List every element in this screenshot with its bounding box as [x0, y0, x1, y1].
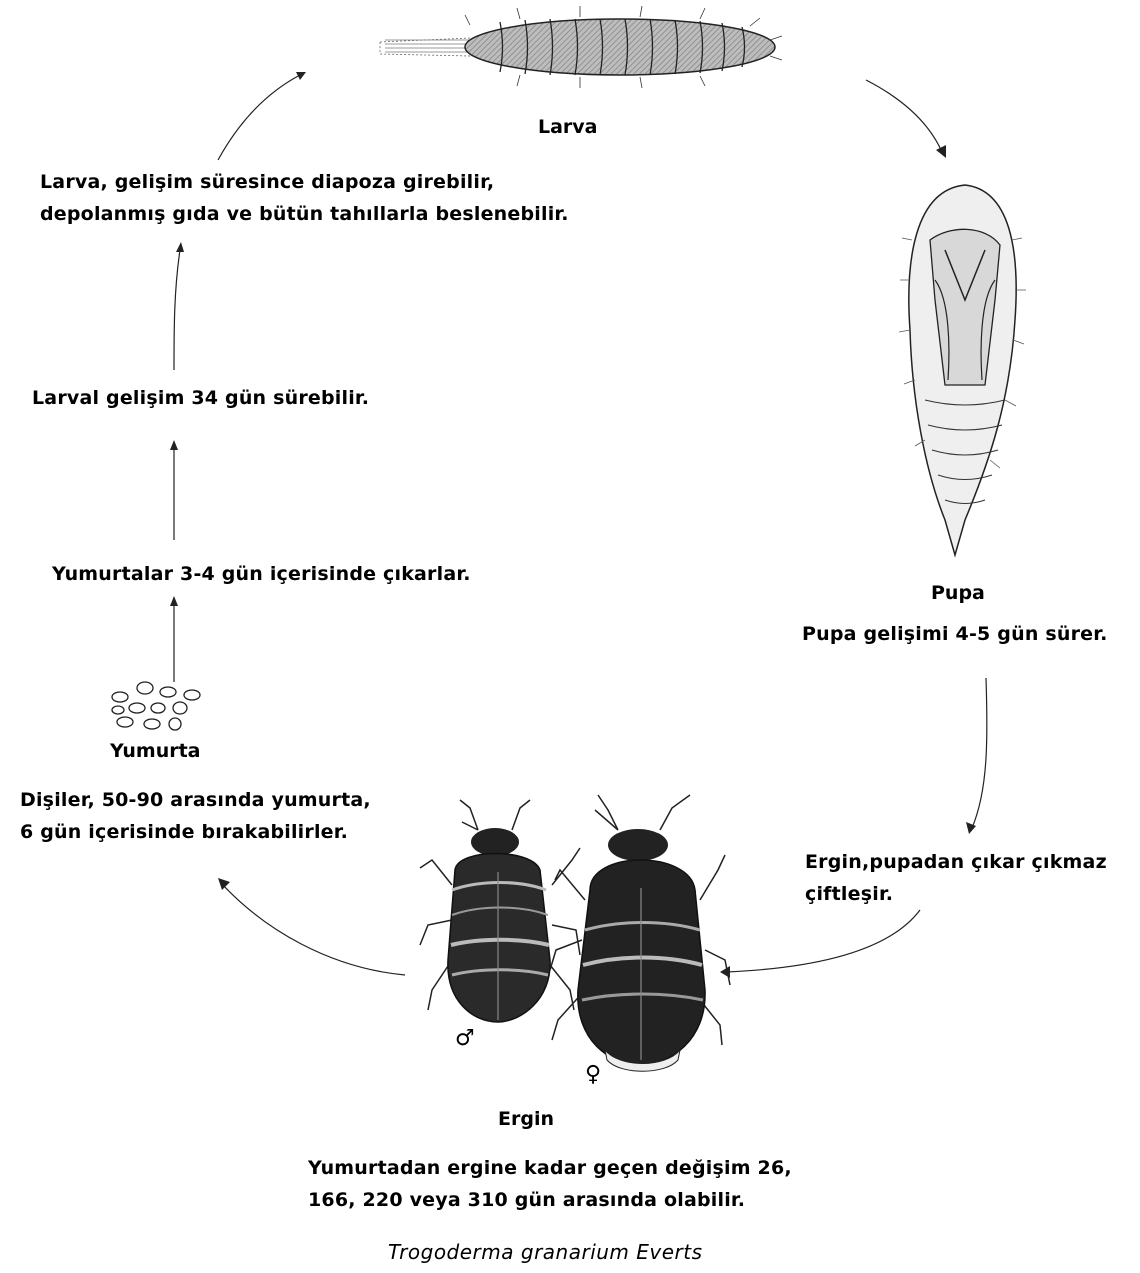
- larva-illustration: [380, 6, 782, 88]
- eggs-illustration: [112, 682, 200, 730]
- larva-note-line2: depolanmış gıda ve bütün tahıllarla besl…: [40, 198, 569, 230]
- larva-label: Larva: [538, 116, 598, 138]
- species-name: Trogoderma granarium Everts: [388, 1240, 703, 1264]
- pupa-illustration: [899, 185, 1026, 555]
- female-symbol: ♀: [585, 1062, 601, 1087]
- larval-development-note: Larval gelişim 34 gün sürebilir.: [32, 382, 369, 414]
- larva-note-line1: Larva, gelişim süresince diapoza girebil…: [40, 166, 569, 198]
- adult-mating-line2: çiftleşir.: [805, 878, 1107, 910]
- adult-note: Yumurtadan ergine kadar geçen değişim 26…: [308, 1152, 792, 1216]
- pupa-note: Pupa gelişimi 4-5 gün sürer.: [802, 618, 1108, 650]
- hatching-note: Yumurtalar 3-4 gün içerisinde çıkarlar.: [52, 558, 471, 590]
- adult-label: Ergin: [498, 1108, 554, 1130]
- adult-note-line1: Yumurtadan ergine kadar geçen değişim 26…: [308, 1152, 792, 1184]
- male-symbol: ♂: [455, 1026, 475, 1051]
- larva-note: Larva, gelişim süresince diapoza girebil…: [40, 166, 569, 230]
- adult-note-line2: 166, 220 veya 310 gün arasında olabilir.: [308, 1184, 792, 1216]
- egg-note-line2: 6 gün içerisinde bırakabilirler.: [20, 816, 371, 848]
- egg-note: Dişiler, 50-90 arasında yumurta, 6 gün i…: [20, 784, 371, 848]
- adult-mating-line1: Ergin,pupadan çıkar çıkmaz: [805, 846, 1107, 878]
- egg-note-line1: Dişiler, 50-90 arasında yumurta,: [20, 784, 371, 816]
- pupa-label: Pupa: [931, 582, 985, 604]
- egg-label: Yumurta: [110, 740, 201, 762]
- male-beetle-illustration: [420, 800, 580, 1022]
- adult-mating-note: Ergin,pupadan çıkar çıkmaz çiftleşir.: [805, 846, 1107, 910]
